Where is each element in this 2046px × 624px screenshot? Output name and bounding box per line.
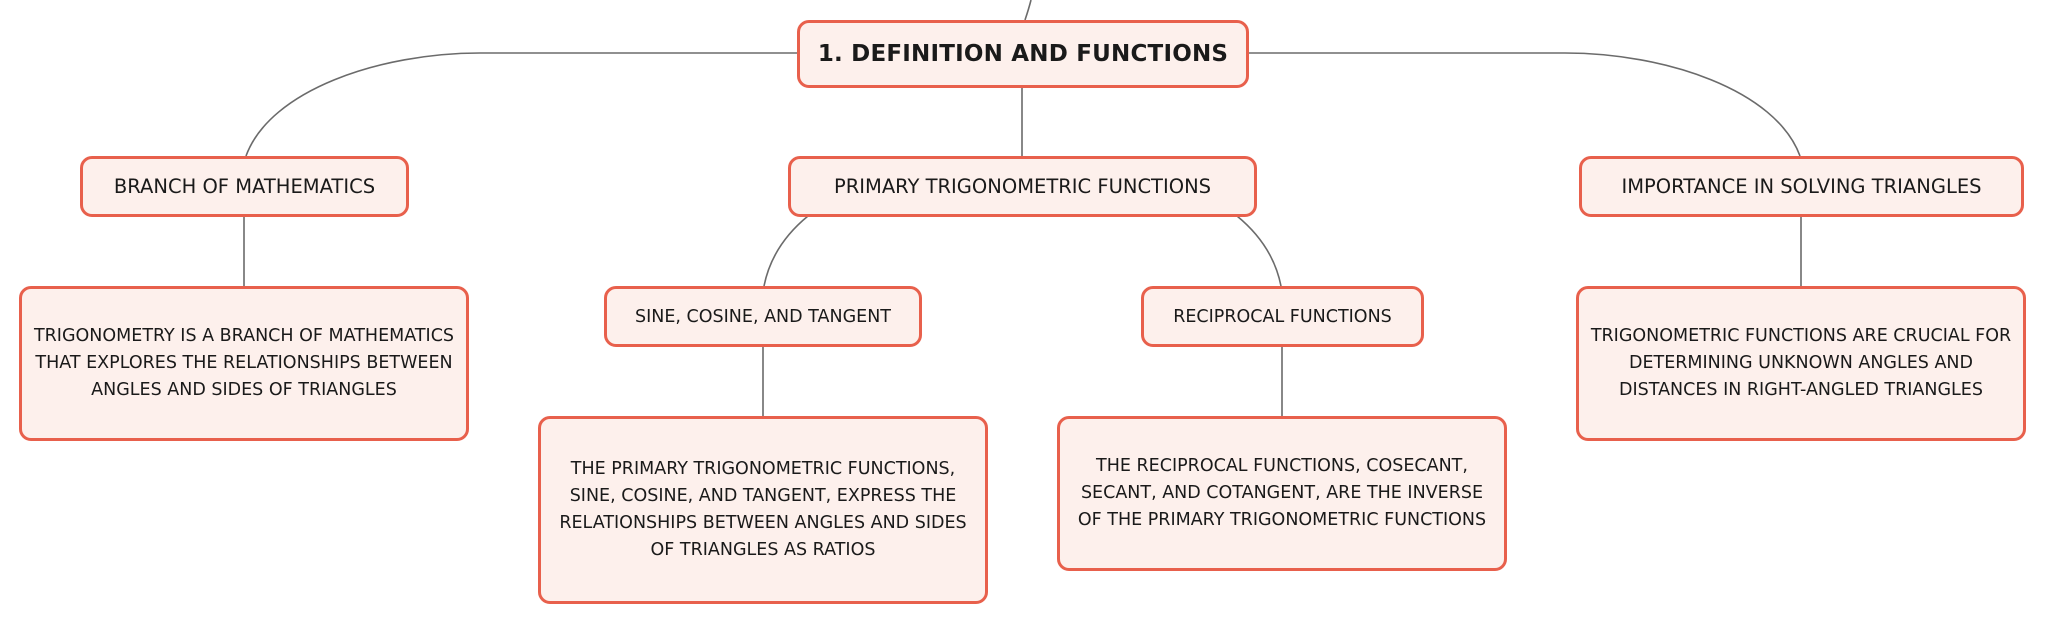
node-importance-in-solving-triangles[interactable]: IMPORTANCE IN SOLVING TRIANGLES	[1579, 156, 2024, 217]
node-sine-cosine-tangent[interactable]: SINE, COSINE, AND TANGENT	[604, 286, 922, 347]
node-label: BRANCH OF MATHEMATICS	[113, 175, 376, 198]
root-node-label: 1. DEFINITION AND FUNCTIONS	[817, 41, 1229, 67]
node-label: RECIPROCAL FUNCTIONS	[1173, 306, 1392, 327]
node-label: PRIMARY TRIGONOMETRIC FUNCTIONS	[833, 175, 1212, 198]
node-branch-of-mathematics-detail[interactable]: TRIGONOMETRY IS A BRANCH OF MATHEMATICS …	[19, 286, 469, 441]
node-reciprocal-functions[interactable]: RECIPROCAL FUNCTIONS	[1141, 286, 1424, 347]
node-importance-detail[interactable]: TRIGONOMETRIC FUNCTIONS ARE CRUCIAL FOR …	[1576, 286, 2026, 441]
node-reciprocal-functions-detail[interactable]: THE RECIPROCAL FUNCTIONS, COSECANT, SECA…	[1057, 416, 1507, 571]
node-sine-cosine-tangent-detail[interactable]: THE PRIMARY TRIGONOMETRIC FUNCTIONS, SIN…	[538, 416, 988, 604]
root-node-definition-and-functions[interactable]: 1. DEFINITION AND FUNCTIONS	[797, 20, 1249, 88]
node-detail-text: THE RECIPROCAL FUNCTIONS, COSECANT, SECA…	[1077, 456, 1487, 530]
node-primary-trigonometric-functions[interactable]: PRIMARY TRIGONOMETRIC FUNCTIONS	[788, 156, 1257, 217]
connector-root-to-importance	[1248, 52, 1801, 157]
node-label: SINE, COSINE, AND TANGENT	[635, 306, 891, 327]
node-branch-of-mathematics[interactable]: BRANCH OF MATHEMATICS	[80, 156, 409, 217]
node-detail-text: TRIGONOMETRIC FUNCTIONS ARE CRUCIAL FOR …	[1590, 326, 2012, 400]
node-label: IMPORTANCE IN SOLVING TRIANGLES	[1621, 175, 1982, 198]
connector-primary-to-reciprocal	[1236, 215, 1282, 287]
connector-primary-to-sine-cosine-tangent	[763, 215, 809, 287]
connector-parent-to-root	[1024, 0, 1032, 21]
connector-root-to-branch-of-mathematics	[245, 52, 797, 157]
node-detail-text: TRIGONOMETRY IS A BRANCH OF MATHEMATICS …	[33, 326, 455, 400]
node-detail-text: THE PRIMARY TRIGONOMETRIC FUNCTIONS, SIN…	[559, 459, 967, 560]
